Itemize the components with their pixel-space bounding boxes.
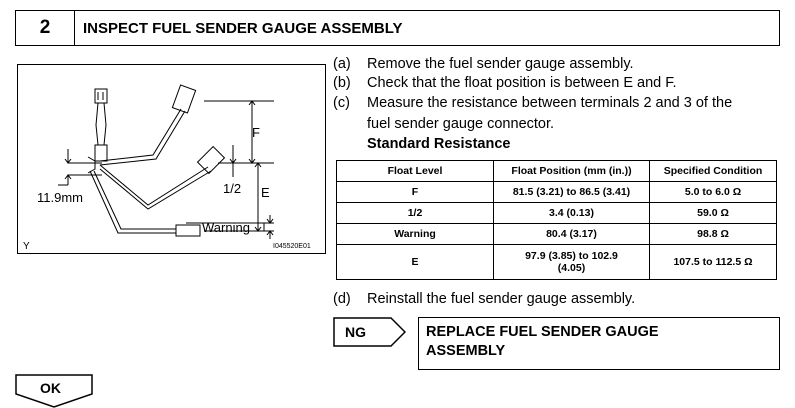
instruction-b-letter: (b): [333, 75, 351, 91]
column-header-specified-condition: Specified Condition: [649, 160, 777, 182]
table-row: E 97.9 (3.85) to 102.9 (4.05) 107.5 to 1…: [336, 244, 777, 280]
ng-result-line-1: REPLACE FUEL SENDER GAUGE: [426, 324, 659, 340]
ng-result-box: [418, 317, 780, 370]
instruction-d: (d) Reinstall the fuel sender gauge assem…: [333, 291, 635, 308]
label-f: F: [252, 125, 260, 140]
table-cell: 81.5 (3.21) to 86.5 (3.41): [493, 181, 650, 203]
ok-label: OK: [40, 380, 61, 396]
diagram-drawing: [58, 84, 274, 239]
table-cell: 107.5 to 112.5 Ω: [649, 244, 777, 280]
fuel-sender-diagram: F 1/2 E 11.9mm Warning Y I045520E01: [17, 64, 326, 254]
table-cell: Warning: [336, 223, 494, 245]
label-warning: Warning: [202, 220, 250, 235]
figure-id: I045520E01: [273, 243, 311, 250]
table-row: F 81.5 (3.21) to 86.5 (3.41) 5.0 to 6.0 …: [336, 181, 777, 203]
column-header-float-position: Float Position (mm (in.)): [493, 160, 650, 182]
table-cell: 59.0 Ω: [649, 202, 777, 224]
instruction-c-cont-text: fuel sender gauge connector.: [367, 116, 555, 132]
table-cell: 3.4 (0.13): [493, 202, 650, 224]
table-cell: E: [336, 244, 494, 280]
step-header: 2 INSPECT FUEL SENDER GAUGE ASSEMBLY: [15, 10, 780, 46]
table-header-row: Float Level Float Position (mm (in.)) Sp…: [336, 160, 777, 182]
label-y: Y: [23, 241, 30, 252]
ng-result-text: REPLACE FUEL SENDER GAUGE ASSEMBLY: [426, 323, 766, 361]
label-half: 1/2: [223, 181, 242, 196]
table-cell: F: [336, 181, 494, 203]
instruction-c-continued: fuel sender gauge connector.: [333, 116, 554, 133]
ng-label: NG: [345, 324, 366, 340]
instruction-d-text: Reinstall the fuel sender gauge assembly…: [367, 291, 636, 307]
table-cell: 98.8 Ω: [649, 223, 777, 245]
instruction-d-letter: (d): [333, 291, 351, 307]
instruction-c-letter: (c): [333, 95, 350, 111]
table-cell: 97.9 (3.85) to 102.9 (4.05): [493, 244, 650, 280]
table-cell: 5.0 to 6.0 Ω: [649, 181, 777, 203]
table-heading: Standard Resistance: [367, 136, 511, 152]
instruction-a-text: Remove the fuel sender gauge assembly.: [367, 56, 634, 72]
ng-result-line-2: ASSEMBLY: [426, 343, 506, 359]
instruction-a: (a) Remove the fuel sender gauge assembly…: [333, 56, 634, 73]
ok-arrow-shape: [15, 374, 93, 408]
table-cell: 1/2: [336, 202, 494, 224]
table-row: Warning 80.4 (3.17) 98.8 Ω: [336, 223, 777, 245]
table-row: 1/2 3.4 (0.13) 59.0 Ω: [336, 202, 777, 224]
instruction-c: (c) Measure the resistance between termin…: [333, 95, 732, 112]
step-number: 2: [16, 11, 75, 45]
label-dimension: 11.9mm: [37, 190, 83, 205]
instruction-c-text: Measure the resistance between terminals…: [367, 95, 733, 111]
instruction-b: (b) Check that the float position is betw…: [333, 75, 677, 92]
instruction-b-text: Check that the float position is between…: [367, 75, 677, 91]
step-title: INSPECT FUEL SENDER GAUGE ASSEMBLY: [83, 19, 403, 37]
resistance-table: Float Level Float Position (mm (in.)) Sp…: [336, 160, 777, 280]
label-e: E: [261, 185, 270, 200]
column-header-float-level: Float Level: [336, 160, 494, 182]
ng-arrow-shape: [333, 317, 406, 347]
instruction-a-letter: (a): [333, 56, 351, 72]
table-cell: 80.4 (3.17): [493, 223, 650, 245]
